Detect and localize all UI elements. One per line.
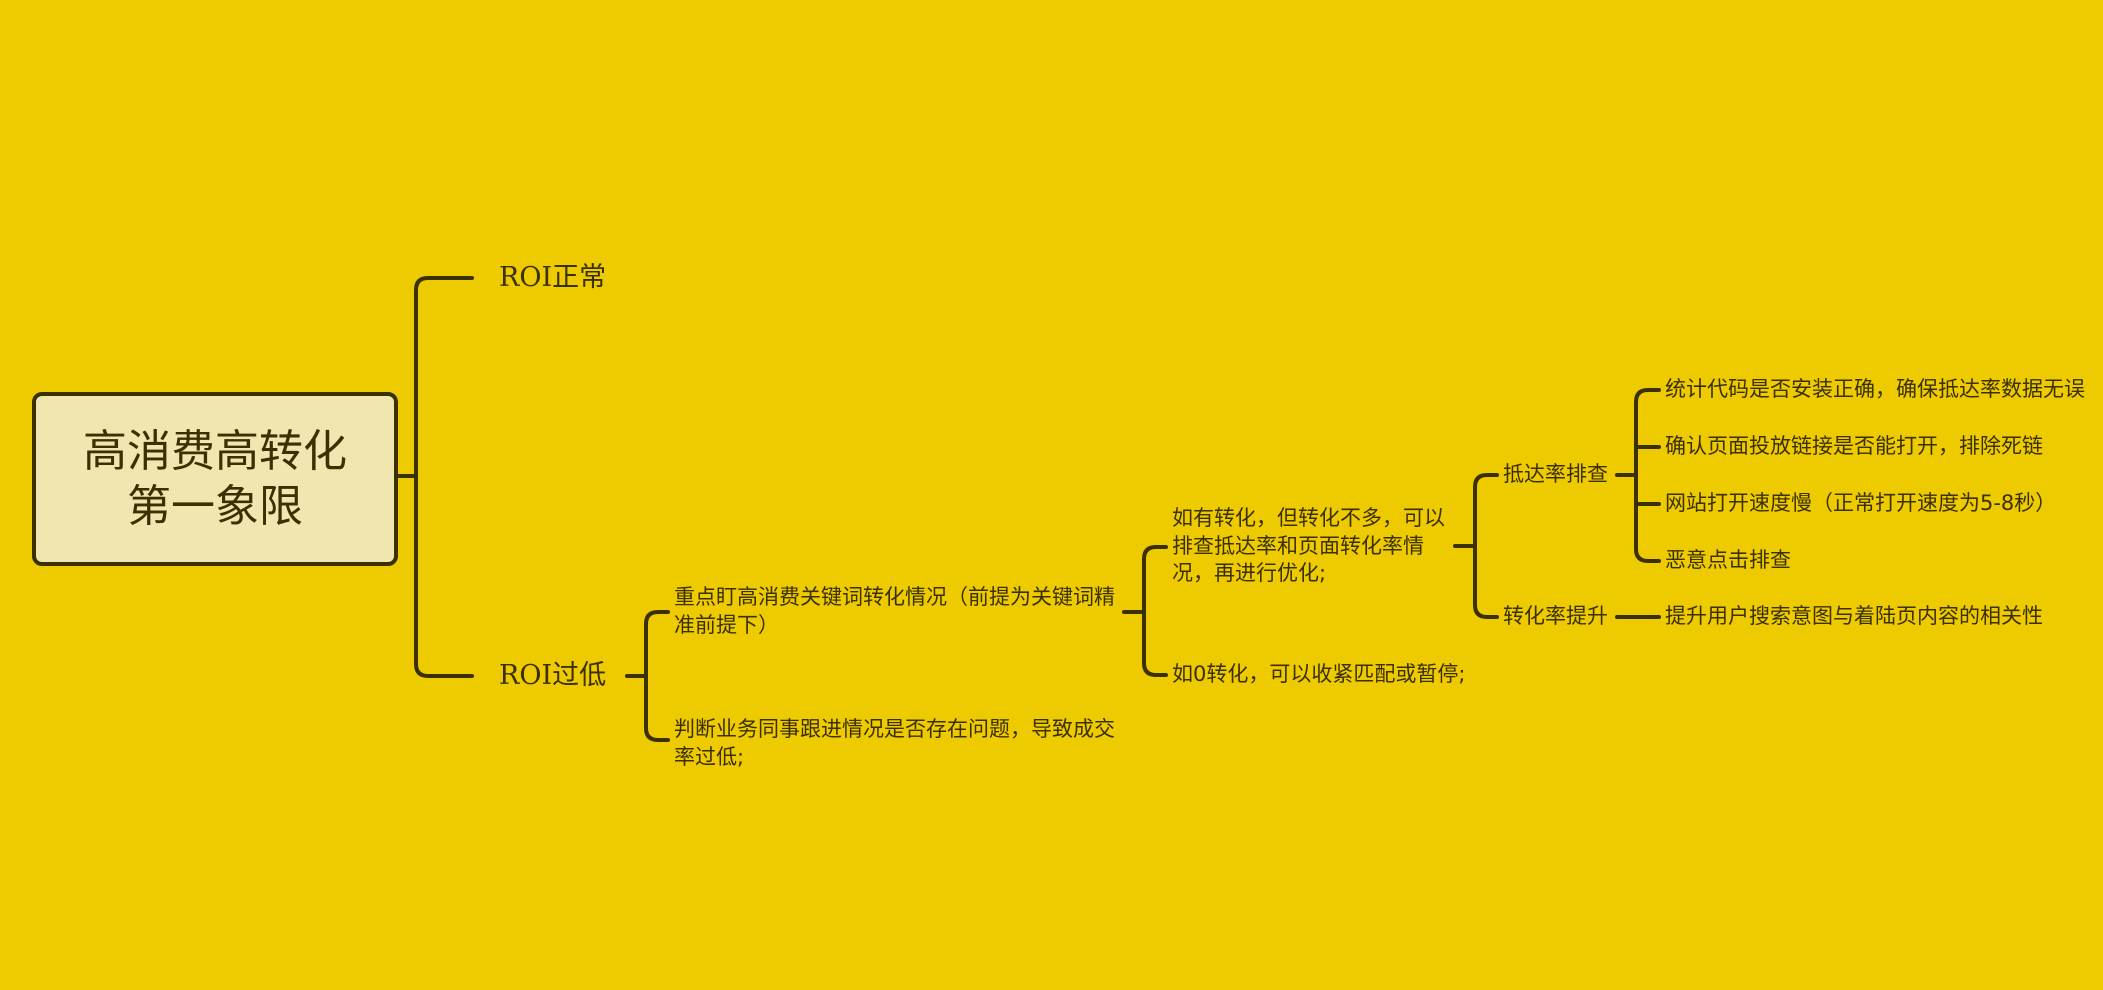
root-node[interactable]: 高消费高转化 第一象限 [32, 392, 398, 566]
node-zero-conversion[interactable]: 如0转化，可以收紧匹配或暂停; [1172, 662, 1466, 686]
leaf-conversion-item[interactable]: 提升用户搜索意图与着陆页内容的相关性 [1665, 604, 2043, 628]
node-check-followup[interactable]: 判断业务同事跟进情况是否存在问题，导致成交率过低; [674, 717, 1115, 769]
leaf-reach-item[interactable]: 恶意点击排查 [1665, 548, 1791, 572]
node-conversion-rate-up[interactable]: 转化率提升 [1503, 604, 1608, 628]
root-title-line1: 高消费高转化 [83, 426, 347, 477]
node-some-conversion[interactable]: 如有转化，但转化不多，可以排查抵达率和页面转化率情况，再进行优化; [1172, 506, 1445, 586]
connector-reach-check [1615, 388, 1661, 563]
node-reach-rate-check[interactable]: 抵达率排查 [1503, 462, 1608, 486]
connector-focus [1122, 545, 1168, 677]
connector-root [394, 276, 474, 678]
node-focus-keywords[interactable]: 重点盯高消费关键词转化情况（前提为关键词精准前提下） [674, 585, 1115, 637]
node-roi-low[interactable]: ROI过低 [499, 660, 607, 691]
leaf-reach-item[interactable]: 网站打开速度慢（正常打开速度为5-8秒） [1665, 491, 2057, 515]
root-title-line2: 第一象限 [127, 481, 303, 532]
node-roi-normal[interactable]: ROI正常 [499, 262, 607, 293]
leaf-reach-item[interactable]: 确认页面投放链接是否能打开，排除死链 [1665, 434, 2043, 458]
leaf-reach-item[interactable]: 统计代码是否安装正确，确保抵达率数据无误 [1665, 377, 2085, 401]
connector-some-conversion [1453, 473, 1499, 619]
connector-roi-low [625, 610, 670, 742]
